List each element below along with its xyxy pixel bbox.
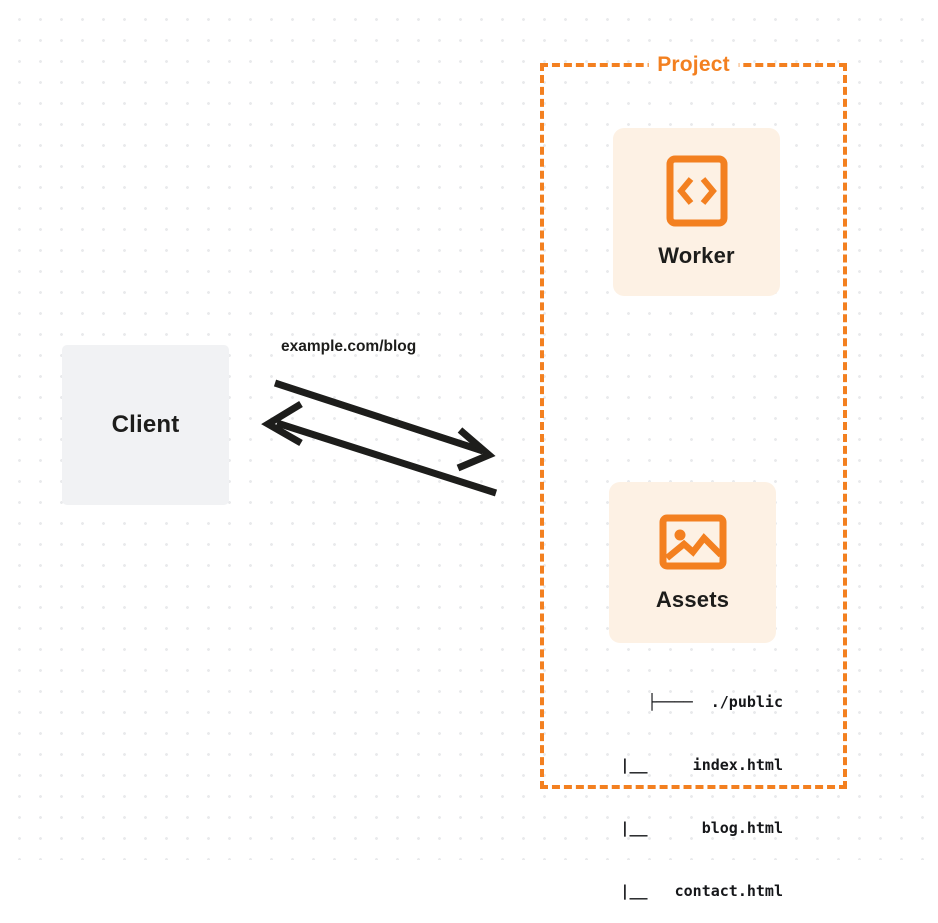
request-arrow [273, 379, 496, 472]
project-title: Project [648, 53, 739, 77]
project-boundary: Project [540, 53, 847, 789]
worker-label: Worker [658, 243, 735, 268]
worker-node[interactable]: Worker [613, 128, 780, 296]
client-label: Client [111, 411, 180, 438]
image-icon [659, 513, 727, 571]
assets-file-tree: ├──── ./public |__ index.html |__ blog.h… [588, 650, 783, 923]
assets-node[interactable]: Assets [609, 482, 776, 643]
file-tree-row: |__ contact.html [593, 882, 783, 900]
code-brackets-icon [666, 155, 728, 227]
file-tree-row: |__ blog.html [593, 819, 783, 837]
client-node: Client [62, 345, 229, 505]
assets-label: Assets [655, 586, 730, 612]
response-arrow [261, 401, 498, 497]
connection-arrows [261, 379, 498, 497]
connection-label: example.com/blog [281, 338, 417, 355]
file-tree-row: |__ index.html [593, 756, 783, 774]
file-tree-row: ├──── ./public [647, 693, 783, 711]
